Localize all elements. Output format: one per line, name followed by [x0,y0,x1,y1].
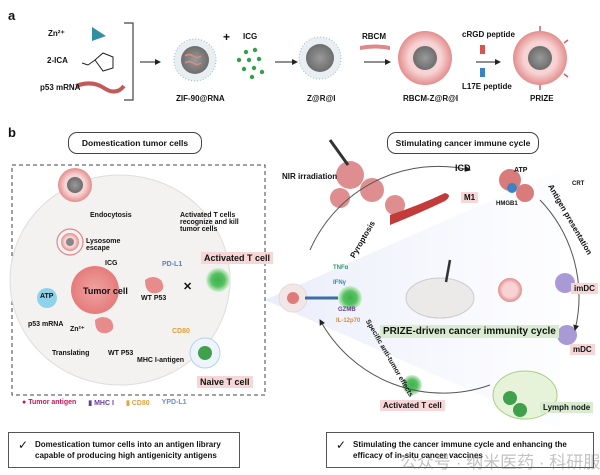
pdl1-icon: Y [161,399,167,406]
legend-pdl1: YPD-L1 [161,399,187,406]
laser-fiber-icon [328,139,350,166]
prize-nanoparticle-entering [58,168,92,202]
legend-mhc-i: ▮ MHC I [88,400,114,407]
prize-injection-particle [498,278,522,302]
endocytosis-label: Endocytosis [90,212,132,219]
icg-dots [236,47,265,80]
z-r-i-particle [298,36,342,80]
legend-cd80: ▮ CD80 [125,400,150,407]
imdc-tag: imDC [571,283,598,294]
summary-box-right: ✓ Stimulating the cancer immune cycle an… [326,432,594,468]
cycle-arc-bottom [319,319,491,394]
icg-label: ICG [243,32,258,41]
zif90-rna-label: ZIF-90@RNA [176,94,225,103]
panel-b-letter: b [8,125,16,140]
bracket [124,22,134,101]
prize-particle [513,26,569,90]
tumor-cell-label: Tumor cell [83,286,128,296]
z-r-i-label: Z@R@I [307,94,336,103]
hmgb1-icon [507,183,517,193]
activated-t-cell-icon [206,268,230,292]
zn-inner-label: Zn²⁺ [70,326,85,333]
wt-p53-protein-a [145,277,164,294]
lysosome-escape-label: Lysosome escape [86,238,121,252]
cd80-label: CD80 [172,328,190,335]
l17e-label: L17E peptide [462,82,512,91]
mhc-i-icon: ▮ [88,400,93,407]
icd-label: ICD [455,163,471,173]
tumor-cell-nucleus [71,266,119,314]
check-icon: ✓ [18,438,29,452]
imdc-cell-icon [555,273,575,293]
cd80-icon: ▮ [125,400,130,407]
laser-fiber-2-icon [444,259,452,283]
legend: ● Tumor antigen ▮ MHC I ▮ CD80 YPD-L1 [22,399,187,407]
blocked-x-icon: ✕ [183,281,192,293]
watermark: 公众号 · 纳米医药 · 科研服务 [400,453,600,472]
cycle-arc-top [309,165,471,251]
lymph-node-tag: Lymph node [540,402,594,413]
wt-p53-label-a: WT P53 [141,295,167,302]
wt-p53-protein-b [95,317,114,334]
tumor-antigen-dot-icon: ● [22,399,27,406]
crgd-peptide-icon [480,45,485,54]
check-icon: ✓ [336,438,347,452]
rbcm-membrane-icon [360,44,390,50]
mdc-cell-icon [557,325,577,345]
p53-mrna-label: p53 mRNA [40,83,81,92]
activated-t-cell-tag: Activated T cell [201,252,274,264]
stimulating-title: Stimulating cancer immune cycle [387,132,539,154]
prize-label: PRIZE [530,94,554,103]
atp-right-label: ATP [514,167,528,174]
mouse-body-icon [405,277,475,319]
mdc-tag: mDC [570,344,595,355]
summary-left-text: Domestication tumor cells into an antige… [35,440,221,460]
p53-mrna-inner-label: p53 mRNA [28,321,64,328]
lysosome-icon [56,228,84,256]
summary-box-left: ✓ Domestication tumor cells into an anti… [8,432,240,468]
crgd-label: cRGD peptide [462,30,515,39]
2-ica-label: 2-ICA [47,56,68,65]
t-cell-killing-icon [338,286,362,310]
activated-t-cell-right-tag: Activated T cell [380,400,445,411]
ifng-label: IFNγ [333,280,347,286]
summary-right-text: Stimulating the cancer immune cycle and … [353,440,567,460]
mhc-antigen-label: MHC I-antigen [137,357,185,364]
crt-label: CRT [572,181,585,187]
recognize-kill-note: Activated T cells recognize and kill tum… [180,212,239,233]
m1-tag: M1 [461,192,479,203]
wt-p53-label-b: WT P53 [108,350,134,357]
activated-t-cell-right-icon [402,375,422,395]
zif90-rna-particle [173,38,217,82]
atp-blob-icon [37,288,57,308]
atp-label: ATP [40,293,54,300]
icg-inner-label: ICG [105,260,118,267]
translating-label: Translating [52,350,90,357]
zn-ion-icon [92,27,106,41]
rbcm-z-r-i-particle [398,31,452,85]
blood-vessel-icon [390,193,449,225]
rbcm-label: RBCM [362,32,386,41]
hmgb1-label: HMGB1 [496,201,518,207]
l17e-peptide-icon [480,68,485,77]
imidazole-structure-icon [81,52,114,72]
gzmb-label: GZMB [338,307,356,313]
domestication-title: Domestication tumor cells [68,132,202,154]
cycle-center-label: PRIZE-driven cancer immunity cycle [380,325,559,338]
panel-a-letter: a [8,8,16,23]
mrna-strand-icon [75,81,126,94]
naive-t-cell-nucleus [198,346,212,360]
nir-tumor-cluster [330,161,405,215]
zn-label: Zn²⁺ [48,29,65,38]
rbcm-z-r-i-label: RBCM-Z@R@I [403,94,459,103]
pdl1-label: PD-L1 [162,261,183,268]
legend-tumor-antigen: ● Tumor antigen [22,399,77,406]
cycle-arc-right [539,199,580,331]
tnfa-label: TNFα [333,265,349,271]
naive-t-cell-tag: Naive T cell [197,376,253,388]
nir-irradiation-label: NIR irradiation [282,172,338,181]
plus-sign: + [223,30,231,44]
il12p70-label: IL-12p70 [336,318,361,324]
